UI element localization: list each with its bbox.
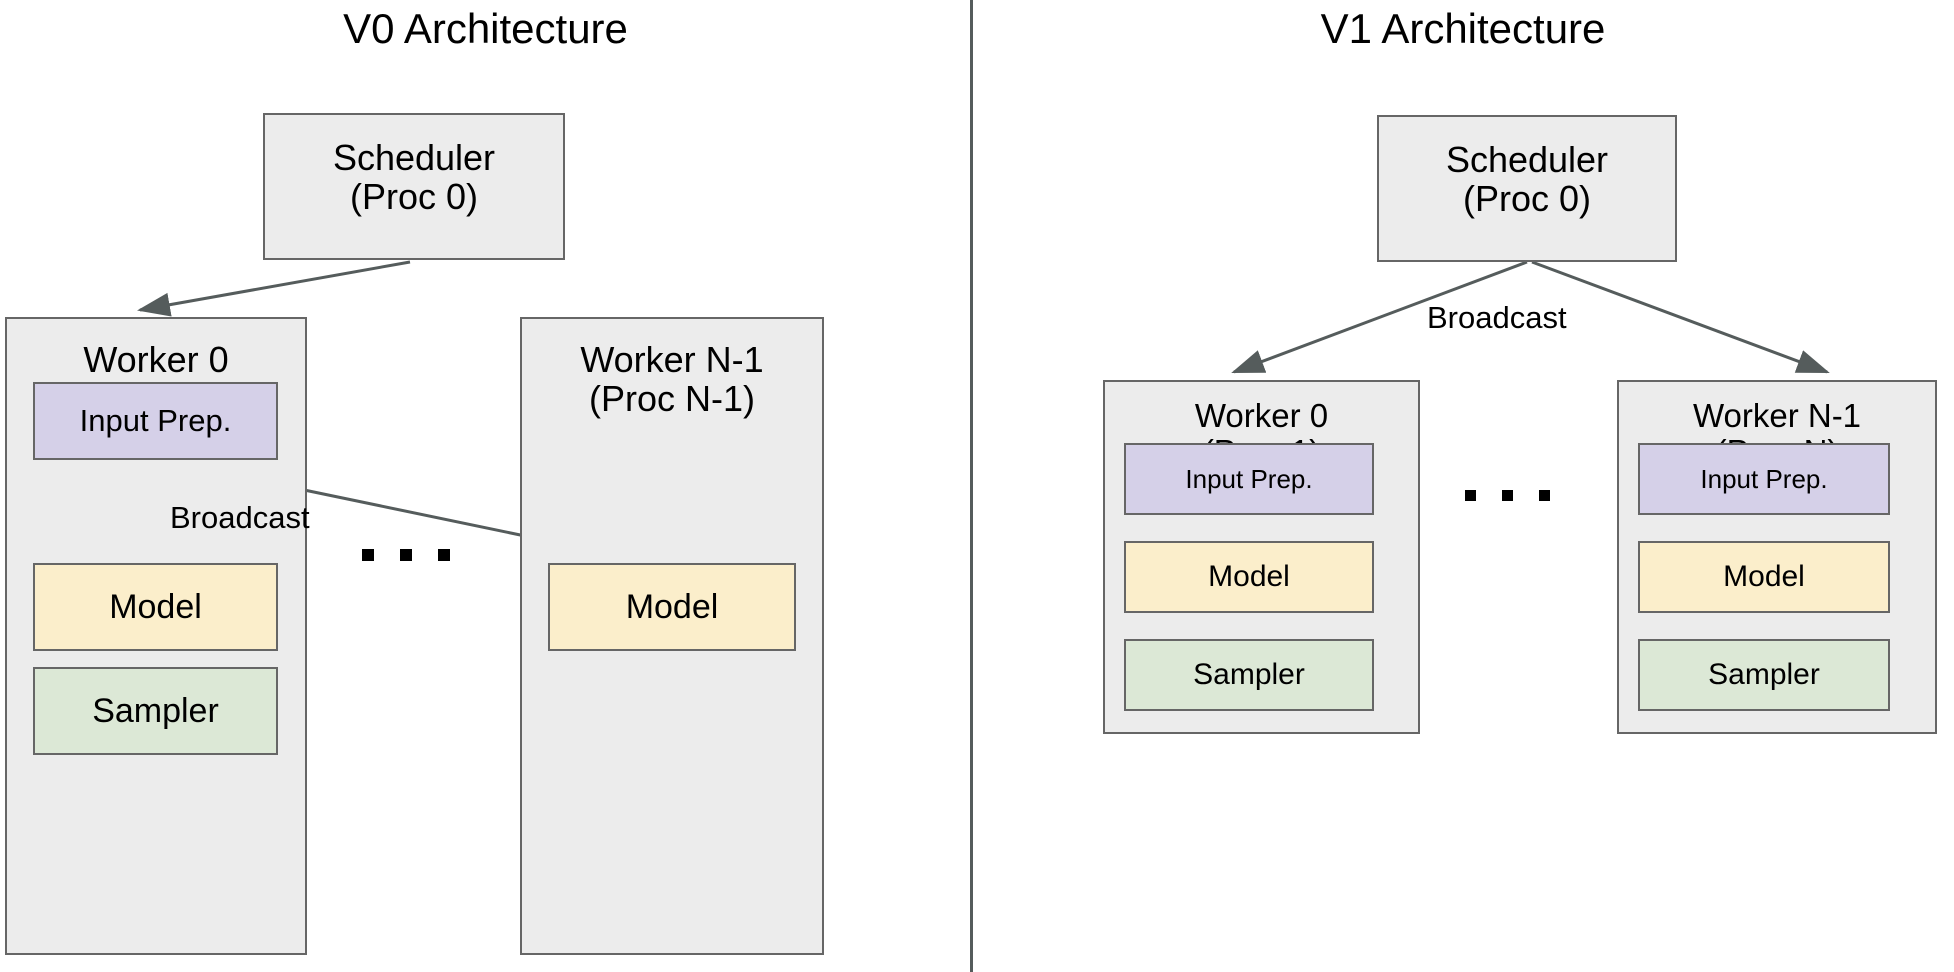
panel-v0-title: V0 Architecture xyxy=(343,5,628,52)
v1-ellipsis-dot-2 xyxy=(1502,490,1513,501)
v1-worker-0-input-prep-box[interactable]: Input Prep. xyxy=(1124,443,1374,515)
v1-ellipsis-dot-1 xyxy=(1465,490,1476,501)
arrow-scheduler-to-worker0 xyxy=(137,260,411,317)
v0-scheduler-line1: Scheduler xyxy=(332,137,496,178)
v1-worker-0-sampler-label: Sampler xyxy=(1193,657,1305,691)
v0-ellipsis xyxy=(362,549,450,561)
v0-worker-0-line1: Worker 0 xyxy=(83,339,229,380)
v1-worker-0-model-label: Model xyxy=(1208,559,1290,593)
v1-worker-n-1-sampler-box[interactable]: Sampler xyxy=(1638,639,1890,711)
v0-scheduler-line2: (Proc 0) xyxy=(349,175,479,217)
arrow-scheduler-to-workerN xyxy=(1531,260,1830,374)
v0-ellipsis-dot-2 xyxy=(400,549,412,561)
v0-ellipsis-dot-1 xyxy=(362,549,374,561)
panel-divider xyxy=(970,0,973,972)
v0-worker-n-1-model-box[interactable]: Model xyxy=(548,563,796,651)
v0-worker-0-model-box[interactable]: Model xyxy=(33,563,278,651)
v0-worker-0-sampler-label: Sampler xyxy=(92,691,219,730)
v0-worker-n-1-line2: (Proc N-1) xyxy=(588,377,755,419)
v1-worker-0-input-prep-label: Input Prep. xyxy=(1185,463,1313,494)
v1-worker-n-1-model-label: Model xyxy=(1723,559,1805,593)
v0-worker-0-model-label: Model xyxy=(109,587,202,626)
v0-worker-n-1-model-label: Model xyxy=(625,587,719,626)
v1-scheduler-line1: Scheduler xyxy=(1445,139,1609,180)
v1-ellipsis-dot-3 xyxy=(1539,490,1550,501)
v0-ellipsis-dot-3 xyxy=(438,549,450,561)
v0-worker-n-1-line1: Worker N-1 xyxy=(580,339,764,380)
v1-scheduler-line2: (Proc 0) xyxy=(1462,177,1592,219)
v1-worker-0-sampler-box[interactable]: Sampler xyxy=(1124,639,1374,711)
v0-broadcast-label: Broadcast xyxy=(170,500,310,535)
v0-worker-0-sampler-box[interactable]: Sampler xyxy=(33,667,278,755)
v0-scheduler-box[interactable]: Scheduler (Proc 0) xyxy=(263,113,565,260)
panel-v1-architecture: V1 Architecture Scheduler (Proc 0) Broad… xyxy=(972,0,1954,972)
v1-worker-n-1-sampler-label: Sampler xyxy=(1708,657,1820,691)
v1-worker-n-1-input-prep-label: Input Prep. xyxy=(1700,463,1828,494)
v1-worker-n-1-input-prep-box[interactable]: Input Prep. xyxy=(1638,443,1890,515)
v1-worker-n-1-model-box[interactable]: Model xyxy=(1638,541,1890,613)
v0-worker-0-input-prep-label: Input Prep. xyxy=(79,403,232,439)
panel-v0-architecture: V0 Architecture Scheduler (Proc 0) Worke… xyxy=(0,0,971,972)
v1-worker-0-model-box[interactable]: Model xyxy=(1124,541,1374,613)
v1-scheduler-box[interactable]: Scheduler (Proc 0) xyxy=(1377,115,1677,262)
v1-worker-0-line1: Worker 0 xyxy=(1194,397,1329,434)
v0-worker-0-input-prep-box[interactable]: Input Prep. xyxy=(33,382,278,460)
v1-broadcast-label: Broadcast xyxy=(1427,300,1567,335)
v1-ellipsis xyxy=(1465,490,1550,501)
v1-worker-n-1-line1: Worker N-1 xyxy=(1692,397,1862,434)
panel-v1-title: V1 Architecture xyxy=(1320,5,1606,52)
